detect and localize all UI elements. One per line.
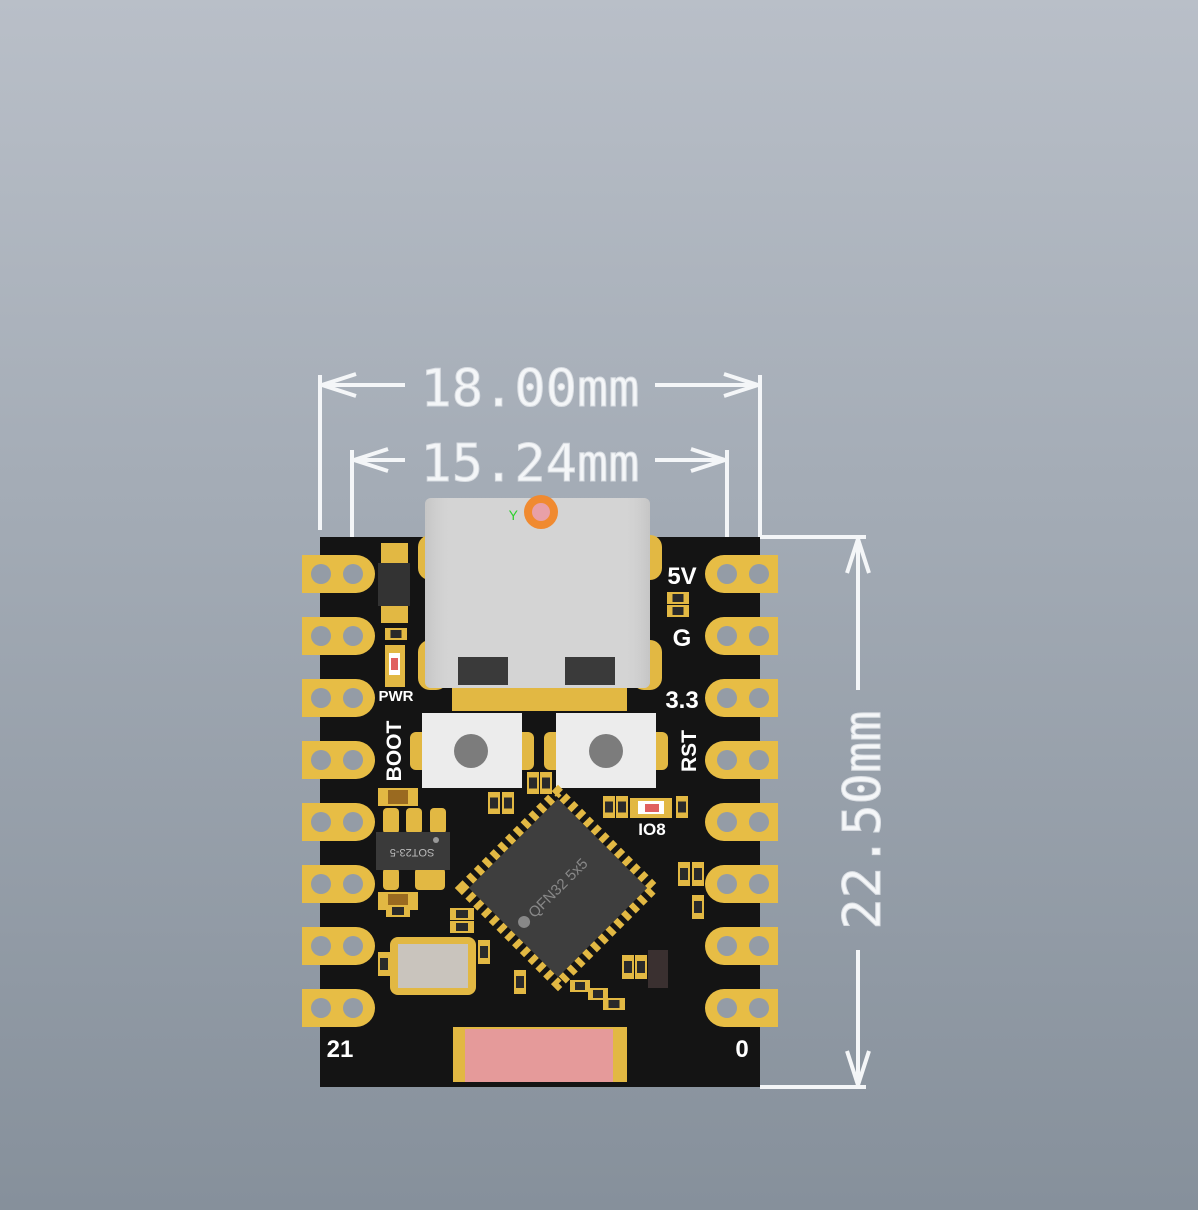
pin-pad	[302, 989, 375, 1027]
smd-passive	[667, 592, 689, 604]
voltage-regulator: SOT23-5	[376, 808, 450, 890]
smd-passive	[667, 605, 689, 617]
label-3v3: 3.3	[665, 687, 698, 714]
label-rst: RST	[678, 730, 701, 772]
regulator-label: SOT23-5	[390, 846, 435, 858]
smd-passive	[450, 908, 474, 920]
smd-passive	[676, 796, 688, 818]
pin-pad	[705, 927, 778, 965]
smd-passive	[450, 921, 474, 933]
pwr-led	[385, 645, 405, 687]
usb-c-connector: Y	[418, 495, 662, 711]
smd-passive	[378, 788, 418, 806]
smd-passive	[692, 895, 704, 919]
smd-passive	[385, 628, 407, 640]
smd-passive	[488, 792, 500, 814]
dimension-board-width: 18.00mm	[318, 359, 762, 537]
smd-passive	[616, 796, 628, 818]
pin-pad	[705, 679, 778, 717]
smd-passive	[514, 970, 526, 994]
label-5v: 5V	[667, 563, 696, 590]
io8-led	[630, 798, 672, 818]
smd-passive	[570, 980, 590, 992]
smd-passive	[527, 772, 539, 794]
pin-pad	[705, 803, 778, 841]
smd-passive	[378, 952, 390, 976]
dimension-pin-spacing: 15.24mm	[350, 434, 729, 537]
smd-passive	[540, 772, 552, 794]
crystal	[390, 937, 476, 995]
y-axis-marker: Y	[509, 507, 519, 523]
pin-pad	[302, 803, 375, 841]
diode	[378, 543, 410, 623]
pin-pad	[302, 865, 375, 903]
boot-button[interactable]	[410, 713, 534, 788]
smd-passive	[635, 955, 647, 979]
pin-pad	[705, 741, 778, 779]
smd-passive	[692, 862, 704, 886]
label-pin-21: 21	[327, 1036, 354, 1063]
pin-pad	[302, 741, 375, 779]
pin-pad	[705, 865, 778, 903]
smd-passive	[603, 998, 625, 1010]
reset-button[interactable]	[544, 713, 668, 788]
smd-passive	[502, 792, 514, 814]
smd-passive	[622, 955, 634, 979]
label-io8: IO8	[638, 820, 665, 839]
smd-passive	[588, 988, 608, 1000]
label-pwr: PWR	[379, 688, 414, 705]
label-pin-0: 0	[735, 1036, 748, 1063]
pin-pad	[302, 679, 375, 717]
smd-passive	[678, 862, 690, 886]
chip-antenna	[453, 1027, 627, 1082]
pin-pad	[705, 617, 778, 655]
dimension-label-height: 22.50mm	[833, 710, 893, 929]
dimension-label-pin-spacing: 15.24mm	[420, 434, 639, 494]
pin-pad	[302, 555, 375, 593]
label-boot: BOOT	[383, 721, 406, 782]
pin-pad	[302, 617, 375, 655]
smd-passive	[478, 940, 490, 964]
transistor	[648, 950, 668, 988]
pin-headers	[302, 555, 778, 1027]
smd-passive	[386, 905, 410, 917]
smd-passive	[603, 796, 615, 818]
pin-pad	[705, 989, 778, 1027]
mcu-chip: QFN32 5x5	[454, 784, 662, 992]
dimension-label-width: 18.00mm	[420, 359, 639, 419]
pin-pad	[302, 927, 375, 965]
pin-pad	[705, 555, 778, 593]
label-gnd: G	[673, 625, 692, 652]
dimension-board-height: 22.50mm	[760, 535, 894, 1089]
passive-components	[378, 592, 704, 1010]
